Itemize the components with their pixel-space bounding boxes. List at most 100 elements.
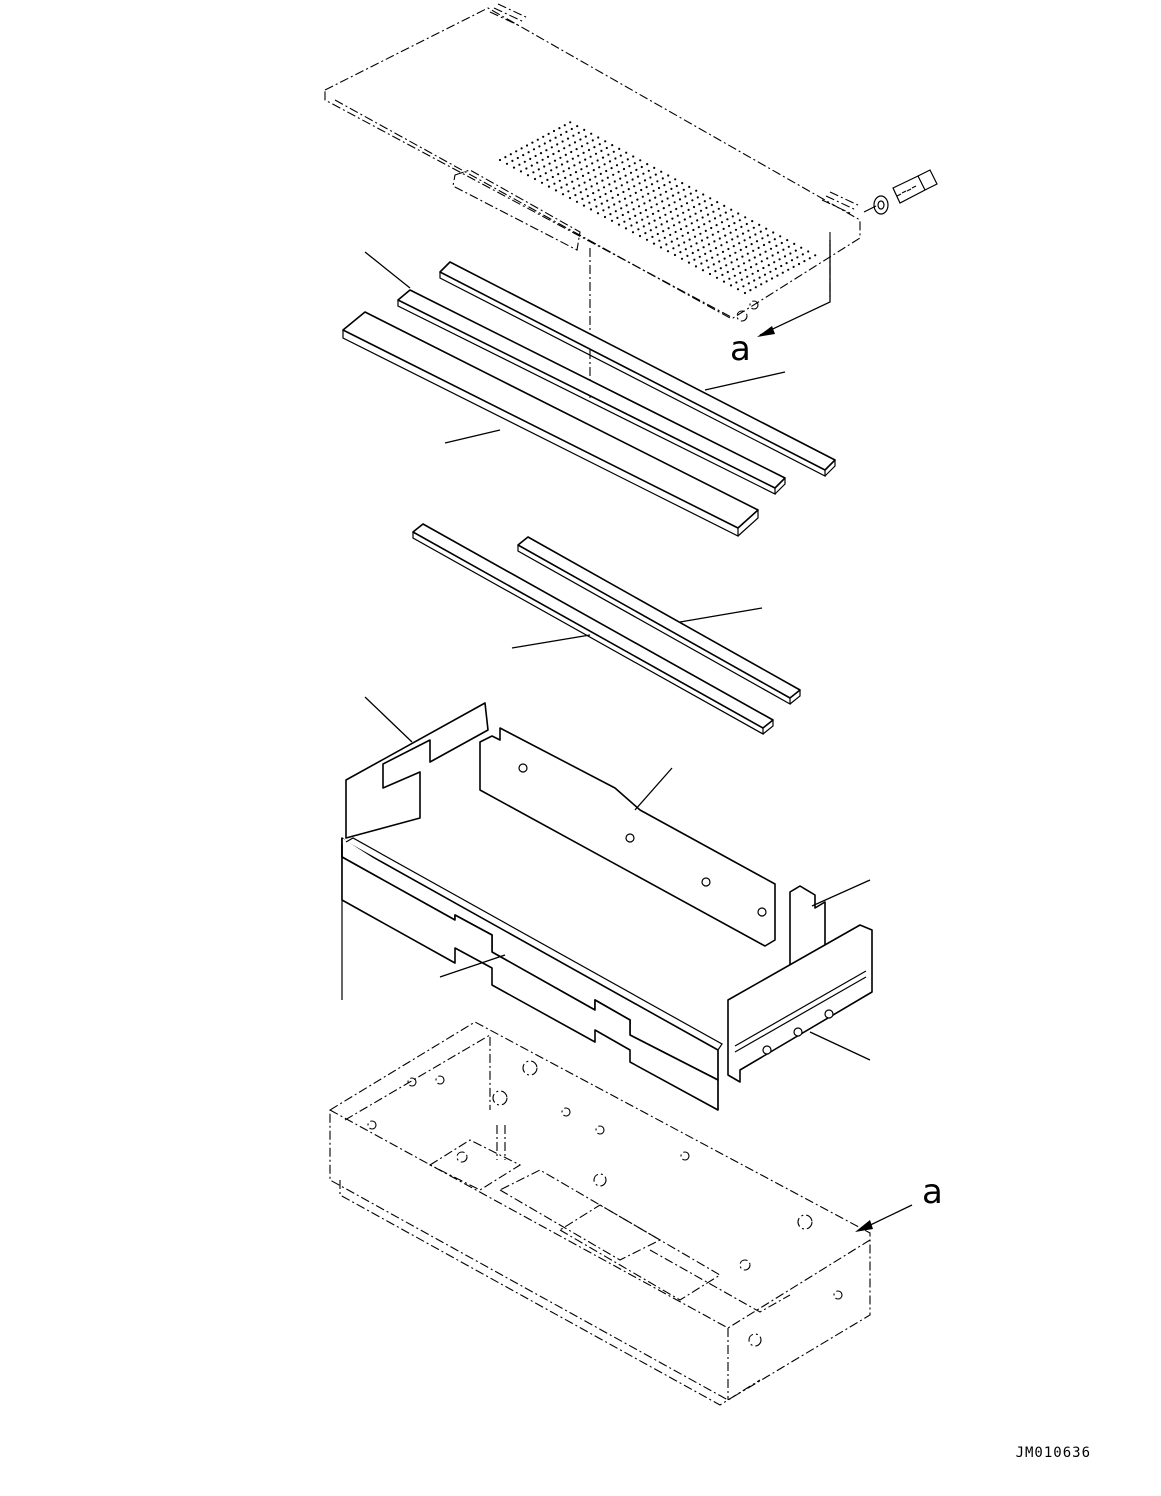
vent-hole <box>796 256 799 259</box>
vent-hole <box>537 168 540 171</box>
vent-hole <box>651 235 654 238</box>
vent-hole <box>613 203 616 206</box>
vent-hole <box>588 201 591 204</box>
vent-hole <box>743 291 747 295</box>
vent-hole <box>715 224 718 227</box>
vent-hole <box>516 156 519 160</box>
callout-leaders <box>364 251 871 1061</box>
vent-hole <box>656 232 659 236</box>
vent-hole <box>785 262 788 265</box>
vent-hole <box>633 185 636 188</box>
vent-hole <box>628 217 631 220</box>
vent-hole <box>667 174 670 177</box>
vent-hole <box>606 199 609 202</box>
vent-hole <box>569 173 572 177</box>
vent-hole <box>723 257 726 260</box>
vent-hole <box>645 238 649 241</box>
vent-hole <box>564 153 567 156</box>
vent-hole <box>556 143 559 146</box>
vent-hole <box>711 256 714 259</box>
vent-hole <box>748 236 752 239</box>
vent-hole <box>645 186 648 189</box>
vent-hole <box>752 226 755 229</box>
view-marker-bottom-label: a <box>922 1172 943 1212</box>
vent-hole <box>664 213 667 216</box>
vent-hole <box>659 193 662 196</box>
vent-hole <box>671 217 674 220</box>
vent-hole <box>729 284 733 287</box>
vent-hole <box>690 245 693 248</box>
vent-hole <box>552 129 556 133</box>
view-arrow-top <box>757 240 831 337</box>
vent-hole <box>721 273 724 276</box>
vent-hole <box>677 244 680 247</box>
vent-hole <box>725 241 728 244</box>
vent-hole <box>797 262 801 266</box>
side-panel-front <box>341 837 723 1111</box>
vent-hole <box>661 177 664 180</box>
vent-hole <box>703 200 706 203</box>
vent-hole <box>578 184 581 187</box>
vent-hole <box>600 202 603 205</box>
vent-hole <box>671 194 675 197</box>
vent-hole <box>546 155 550 158</box>
vent-hole <box>757 246 760 249</box>
vent-hole <box>709 197 712 200</box>
vent-hole <box>665 220 669 223</box>
vent-hole <box>597 189 600 192</box>
vent-hole <box>624 174 627 177</box>
vent-hole <box>583 128 586 131</box>
vent-hole <box>544 172 547 175</box>
vent-hole <box>693 258 696 261</box>
vent-hole <box>707 266 710 269</box>
vent-hole <box>563 147 566 150</box>
vent-hole <box>543 165 546 168</box>
vent-hole <box>576 177 579 180</box>
vent-hole <box>682 211 685 214</box>
vent-hole <box>614 157 617 160</box>
vent-hole <box>632 155 635 158</box>
vent-hole <box>699 209 703 212</box>
vent-hole <box>624 227 628 230</box>
vent-hole <box>650 183 654 186</box>
vent-hole <box>571 180 574 183</box>
vent-hole <box>765 227 768 230</box>
vent-hole <box>566 137 570 140</box>
vent-hole <box>590 132 593 135</box>
vent-hole <box>724 234 727 237</box>
vent-hole <box>641 195 644 198</box>
vent-hole <box>701 216 704 219</box>
vent-hole <box>523 160 526 163</box>
vent-hole <box>663 236 666 239</box>
vent-hole <box>680 257 684 260</box>
vent-hole <box>515 150 518 153</box>
vent-hole <box>693 235 697 238</box>
vent-hole <box>554 136 557 139</box>
vent-hole <box>713 217 717 220</box>
vent-hole <box>678 198 682 201</box>
vent-hole <box>597 136 600 139</box>
vent-hole <box>723 204 726 207</box>
vent-hole <box>569 121 572 124</box>
vent-hole <box>560 163 564 166</box>
vent-hole <box>585 188 588 191</box>
vent-hole <box>594 152 598 155</box>
vent-hole <box>702 246 705 249</box>
side-panel-rear <box>479 727 776 947</box>
vent-hole <box>638 234 642 238</box>
vent-hole <box>700 239 704 242</box>
vent-hole <box>627 188 630 191</box>
vent-hole <box>541 158 544 161</box>
vent-hole <box>710 203 713 207</box>
vent-hole <box>586 142 589 145</box>
vent-hole <box>625 204 628 207</box>
vent-hole <box>587 171 590 175</box>
vent-hole <box>543 142 546 145</box>
vent-hole <box>747 282 750 285</box>
vent-hole <box>762 266 765 270</box>
vent-hole <box>628 165 631 168</box>
vent-hole <box>595 182 599 185</box>
vent-hole <box>582 204 586 207</box>
vent-hole <box>666 197 669 200</box>
vent-hole <box>721 250 725 253</box>
